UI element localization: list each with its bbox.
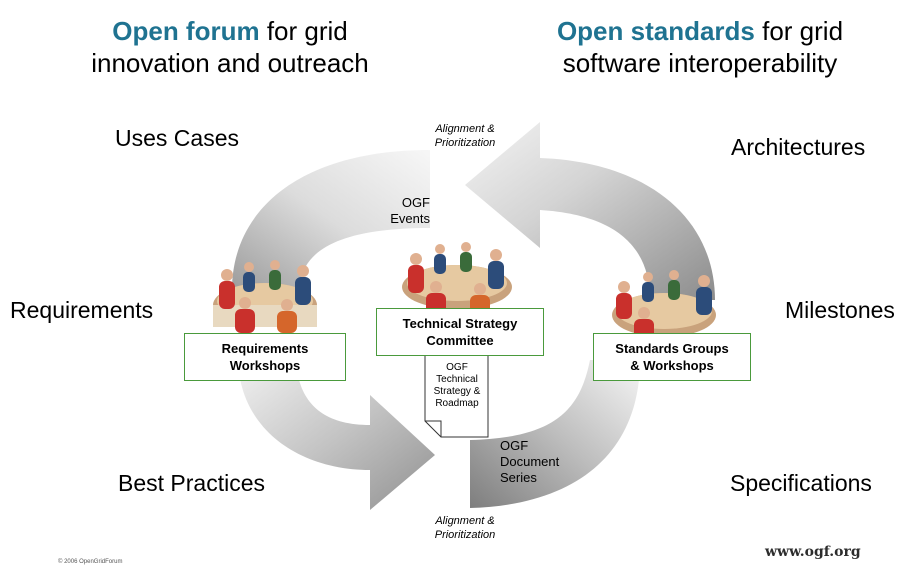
doc-line-3: Strategy & [433, 386, 481, 397]
requirements-box-line1: Requirements [221, 341, 309, 356]
right-heading: Open standards for grid software interop… [490, 15, 910, 79]
alignment-top: Alignment & Prioritization [420, 122, 510, 150]
left-heading-line2: innovation and outreach [91, 48, 369, 78]
technical-box-line2: Committee [426, 333, 494, 348]
standards-groups-box: Standards Groups & Workshops [593, 333, 751, 381]
alignment-top-line1: Alignment & [435, 123, 495, 135]
meeting-illustration-right [612, 270, 716, 341]
standards-box-line1: Standards Groups [615, 341, 729, 356]
doc-line-2: Technical [436, 374, 478, 385]
copyright-notice: © 2006 OpenGridForum [58, 559, 123, 565]
technical-strategy-committee-box: Technical Strategy Committee [376, 308, 544, 356]
requirements-box-line2: Workshops [229, 358, 301, 373]
document-series: OGF Document Series [500, 438, 590, 486]
left-heading: Open forum for grid innovation and outre… [40, 15, 420, 79]
arrow-band-top [232, 150, 430, 290]
arrow-bottom-right [238, 360, 435, 510]
meeting-illustration-center [402, 242, 512, 315]
left-heading-accent: Open forum [112, 16, 260, 46]
requirements-workshops-box: Requirements Workshops [184, 333, 346, 381]
alignment-top-line2: Prioritization [434, 137, 496, 149]
series-line-2: Document [500, 454, 560, 469]
right-heading-accent: Open standards [556, 16, 755, 46]
left-heading-rest: for grid [259, 16, 348, 46]
ogf-events: OGF Events [370, 195, 430, 227]
series-line-3: Series [500, 470, 537, 485]
alignment-bottom-line2: Prioritization [434, 529, 496, 541]
arrow-band-bottom [470, 360, 640, 508]
alignment-bottom-line1: Alignment & [435, 515, 495, 527]
label-requirements: Requirements [10, 297, 154, 323]
right-heading-line2: software interoperability [562, 48, 838, 78]
label-specifications: Specifications [730, 470, 872, 496]
label-milestones: Milestones [785, 297, 895, 323]
alignment-bottom: Alignment & Prioritization [420, 514, 510, 542]
roadmap-document: OGF Technical Strategy & Roadmap [426, 362, 488, 410]
right-heading-rest: for grid [754, 16, 844, 46]
website-url[interactable]: www.ogf.org [765, 544, 861, 560]
label-uses-cases: Uses Cases [115, 125, 239, 151]
label-architectures: Architectures [731, 134, 866, 160]
series-line-1: OGF [500, 438, 529, 453]
meeting-illustration-left [213, 260, 317, 333]
arrow-right-up [465, 122, 715, 300]
doc-line-4: Roadmap [435, 398, 479, 409]
ogf-events-line2: Events [390, 211, 430, 226]
ogf-events-line1: OGF [401, 195, 430, 210]
label-best-practices: Best Practices [118, 470, 265, 496]
standards-box-line2: & Workshops [630, 358, 714, 373]
technical-box-line1: Technical Strategy [402, 316, 518, 331]
doc-line-1: OGF [446, 362, 468, 373]
